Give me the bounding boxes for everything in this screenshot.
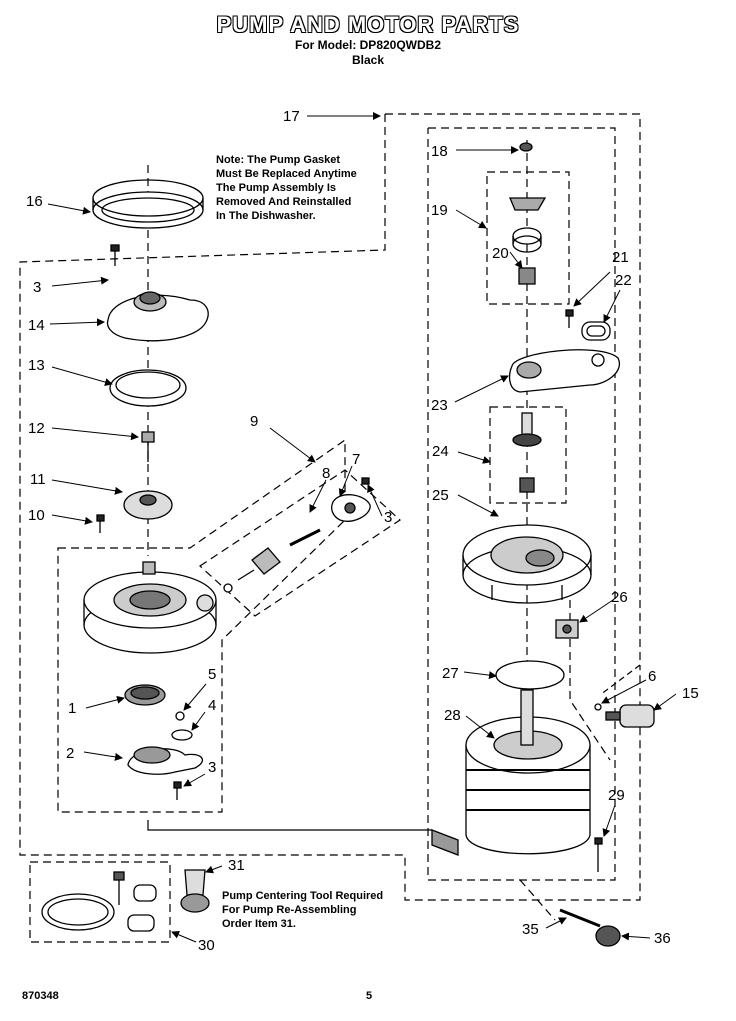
impeller-bolt	[141, 431, 155, 462]
knob-36	[595, 925, 621, 947]
seal-ring	[109, 369, 187, 407]
item-24-box	[489, 406, 567, 504]
kit-gasket-b	[127, 914, 155, 932]
callout-23: 23	[431, 397, 448, 414]
item-30-kit-box	[29, 861, 171, 943]
motor-protector-15	[605, 704, 655, 728]
callout-17: 17	[283, 108, 300, 125]
callout-3b: 3	[384, 509, 392, 526]
gasket-note: Note: The Pump Gasket Must Be Replaced A…	[216, 154, 357, 222]
bushing-20	[518, 267, 536, 285]
centering-tool-note: Pump Centering Tool Required For Pump Re…	[222, 890, 384, 930]
callout-15: 15	[682, 685, 699, 702]
callout-36: 36	[654, 930, 671, 947]
callout-11: 11	[30, 471, 46, 488]
inner-boundary-right	[427, 127, 616, 881]
color-label: Black	[351, 53, 385, 67]
connector-line	[147, 820, 432, 831]
callout-13: 13	[28, 357, 45, 374]
callout-21: 21	[612, 249, 629, 266]
callout-12: 12	[28, 420, 45, 437]
callout-28: 28	[444, 707, 461, 724]
motor-mount-plate	[508, 349, 621, 393]
callout-10: 10	[28, 507, 45, 524]
callout-16: 16	[26, 193, 43, 210]
callout-1: 1	[68, 700, 76, 717]
callout-4: 4	[208, 697, 216, 714]
page-title: PUMP AND MOTOR PARTS	[216, 12, 520, 37]
screw-10	[96, 514, 105, 533]
valve-plate-7	[331, 494, 371, 522]
motor-base-25	[462, 524, 592, 604]
pump-subassembly-box	[57, 438, 346, 813]
assembly-boundary-right	[385, 113, 641, 665]
callout-7: 7	[352, 451, 360, 468]
assembly-boundary-left	[19, 114, 641, 901]
callout-2: 2	[66, 745, 74, 762]
callout-5: 5	[208, 666, 216, 683]
callout-6: 6	[648, 668, 656, 685]
screw-3a	[110, 244, 120, 266]
pump-cover-plate	[106, 291, 209, 342]
nut-18	[519, 142, 533, 152]
callout-29: 29	[608, 787, 625, 804]
lead-line-35	[519, 879, 556, 921]
callout-14: 14	[28, 317, 45, 334]
o-ring-4	[171, 729, 193, 741]
rod-35	[559, 908, 601, 928]
callout-25: 25	[432, 487, 449, 504]
pump-gasket-ring	[92, 179, 204, 229]
shield-disc-27	[495, 660, 565, 690]
screw-21	[565, 309, 574, 328]
kit-ring	[41, 893, 115, 931]
clip-6	[594, 703, 602, 711]
callout-18: 18	[431, 143, 448, 160]
document-number: 870348	[22, 990, 59, 1002]
callout-3a: 3	[33, 279, 41, 296]
clip-26	[555, 619, 579, 639]
callout-27: 27	[442, 665, 459, 682]
screw-3c	[173, 781, 182, 800]
chopper-screen	[124, 684, 166, 706]
model-label: For Model: DP820QWDB2	[294, 38, 441, 52]
callout-8: 8	[322, 465, 330, 482]
check-ball	[175, 711, 185, 721]
callout-19: 19	[431, 202, 448, 219]
callout-30: 30	[198, 937, 215, 954]
callout-9: 9	[250, 413, 258, 430]
callout-22: 22	[615, 272, 632, 289]
motor-28	[431, 689, 591, 856]
pump-base	[127, 746, 204, 775]
callout-24: 24	[432, 443, 449, 460]
shaft-seal-assembly	[509, 197, 547, 253]
callout-3c: 3	[208, 759, 216, 776]
drain-solenoid-assembly	[223, 528, 321, 593]
gasket-22	[581, 321, 611, 341]
pump-centering-tool	[180, 869, 210, 913]
screw-3b	[361, 477, 370, 485]
callout-20: 20	[492, 245, 509, 262]
drain-valve-box	[199, 469, 401, 617]
page-number: 5	[366, 990, 373, 1002]
kit-screw	[113, 871, 125, 905]
callout-31: 31	[228, 857, 245, 874]
kit-gasket-a	[133, 884, 157, 902]
callout-26: 26	[611, 589, 628, 606]
impeller	[123, 490, 173, 520]
callout-35: 35	[522, 921, 539, 938]
shaft-and-seal-24	[512, 412, 542, 493]
item-19-box	[486, 171, 570, 305]
pump-housing	[83, 561, 217, 654]
screw-29	[594, 837, 603, 872]
